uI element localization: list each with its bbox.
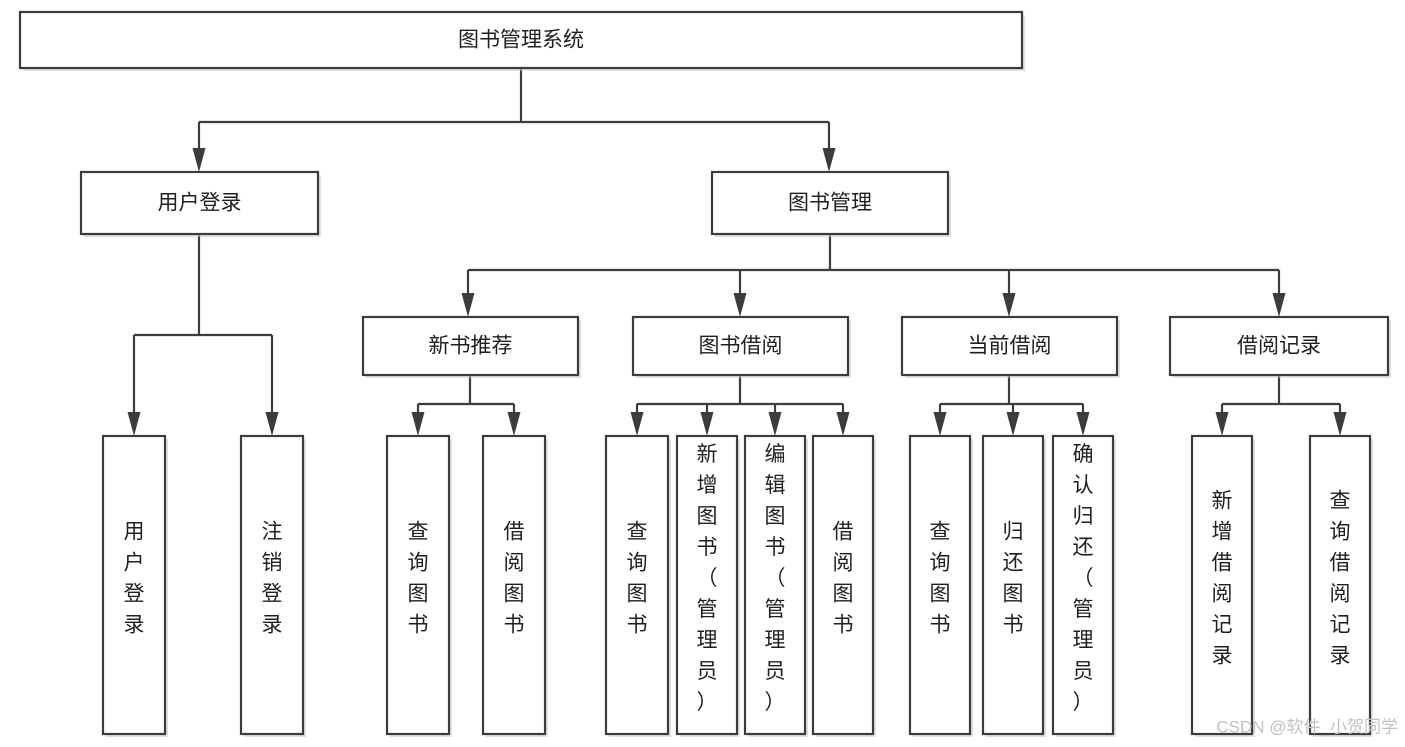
- node-leaf-add-record[interactable]: 新增借阅记录: [1190, 434, 1255, 737]
- node-leaf-query-book-3[interactable]: 查询图书: [908, 434, 973, 737]
- node-leaf-user-login[interactable]: 用户登录: [101, 434, 168, 737]
- node-label-leaf-query-record: 查询借阅记录: [1330, 490, 1351, 668]
- node-user-login[interactable]: 用户登录: [79, 170, 321, 237]
- node-book-manage[interactable]: 图书管理: [710, 170, 951, 237]
- node-label-leaf-return-book: 归还图书: [1003, 521, 1024, 637]
- node-box-book-borrow[interactable]: [631, 315, 850, 377]
- node-layer: 图书管理系统用户登录图书管理新书推荐图书借阅当前借阅借阅记录用户登录注销登录查询…: [18, 10, 1391, 737]
- node-label-leaf-borrow-book-2: 借阅图书: [833, 521, 854, 637]
- node-box-leaf-add-book[interactable]: [675, 434, 739, 736]
- node-label-book-borrow: 图书借阅: [699, 335, 783, 358]
- node-label-leaf-query-book-2: 查询图书: [627, 521, 648, 637]
- node-label-leaf-query-book-1: 查询图书: [408, 521, 429, 637]
- node-box-leaf-return-book[interactable]: [981, 434, 1045, 736]
- arrow-head-borrow-record: [1272, 293, 1286, 317]
- node-label-leaf-add-book: 新增图书（管理员）: [697, 443, 718, 714]
- connector-group-root-to-level1: [192, 68, 836, 172]
- node-leaf-add-book[interactable]: 新增图书（管理员）: [675, 434, 740, 737]
- connector-group-user-login-to-leaves: [127, 234, 279, 436]
- node-label-leaf-user-login: 用户登录: [124, 521, 145, 637]
- arrow-head-current-borrow: [1002, 293, 1016, 317]
- node-box-leaf-add-record[interactable]: [1190, 434, 1254, 736]
- watermark-layer: CSDN @软件_小贺同学: [1216, 717, 1398, 736]
- arrow-head-user-login: [192, 148, 206, 172]
- arrow-head-book-manage: [822, 148, 836, 172]
- arrow-head-book-borrow: [733, 293, 747, 317]
- arrow-head-new-book-rec: [461, 293, 475, 317]
- node-box-current-borrow[interactable]: [900, 315, 1119, 377]
- node-label-leaf-logout: 注销登录: [262, 521, 283, 637]
- node-box-leaf-borrow-book-1[interactable]: [481, 434, 547, 736]
- arrow-head-leaf-query-record: [1333, 412, 1347, 436]
- node-leaf-borrow-book-1[interactable]: 借阅图书: [481, 434, 548, 737]
- node-leaf-query-book-1[interactable]: 查询图书: [385, 434, 452, 737]
- connector-group-book-borrow-to-leaves: [630, 375, 850, 436]
- connector-group-current-borrow-to-leaves: [933, 375, 1090, 436]
- node-label-leaf-add-record: 新增借阅记录: [1212, 490, 1233, 668]
- node-label-current-borrow: 当前借阅: [968, 335, 1052, 358]
- node-root[interactable]: 图书管理系统: [18, 10, 1025, 71]
- arrow-head-leaf-add-record: [1215, 412, 1229, 436]
- node-box-leaf-query-record[interactable]: [1308, 434, 1372, 736]
- arrow-head-leaf-query-book-3: [933, 412, 947, 436]
- arrow-head-leaf-logout: [265, 412, 279, 436]
- arrow-head-leaf-return-book: [1006, 412, 1020, 436]
- node-box-leaf-query-book-2[interactable]: [604, 434, 670, 736]
- node-box-book-manage[interactable]: [710, 170, 950, 236]
- connector-group-book-manage-to-level2: [461, 234, 1286, 317]
- node-label-leaf-edit-book: 编辑图书（管理员）: [765, 443, 786, 714]
- node-label-root: 图书管理系统: [458, 29, 584, 52]
- node-leaf-edit-book[interactable]: 编辑图书（管理员）: [743, 434, 808, 737]
- node-label-leaf-borrow-book-1: 借阅图书: [504, 521, 525, 637]
- node-book-borrow[interactable]: 图书借阅: [631, 315, 851, 378]
- node-box-leaf-logout[interactable]: [239, 434, 305, 736]
- node-box-root[interactable]: [18, 10, 1024, 70]
- arrow-head-leaf-confirm-return: [1076, 412, 1090, 436]
- node-box-borrow-record[interactable]: [1168, 315, 1390, 377]
- node-label-borrow-record: 借阅记录: [1237, 335, 1321, 358]
- node-leaf-query-book-2[interactable]: 查询图书: [604, 434, 671, 737]
- connector-group-new-book-rec-to-leaves: [411, 375, 521, 436]
- arrow-head-leaf-borrow-book-1: [507, 412, 521, 436]
- node-box-leaf-user-login[interactable]: [101, 434, 167, 736]
- node-leaf-return-book[interactable]: 归还图书: [981, 434, 1046, 737]
- arrow-head-leaf-edit-book: [768, 412, 782, 436]
- node-box-leaf-edit-book[interactable]: [743, 434, 807, 736]
- node-leaf-query-record[interactable]: 查询借阅记录: [1308, 434, 1373, 737]
- node-label-new-book-rec: 新书推荐: [429, 335, 513, 358]
- node-box-leaf-query-book-3[interactable]: [908, 434, 972, 736]
- arrow-head-leaf-borrow-book-2: [836, 412, 850, 436]
- node-box-leaf-confirm-return[interactable]: [1051, 434, 1115, 736]
- node-box-leaf-borrow-book-2[interactable]: [811, 434, 875, 736]
- node-leaf-confirm-return[interactable]: 确认归还（管理员）: [1051, 434, 1116, 737]
- node-box-new-book-rec[interactable]: [361, 315, 580, 377]
- node-borrow-record[interactable]: 借阅记录: [1168, 315, 1391, 378]
- node-current-borrow[interactable]: 当前借阅: [900, 315, 1120, 378]
- node-label-leaf-query-book-3: 查询图书: [930, 521, 951, 637]
- node-box-user-login[interactable]: [79, 170, 320, 236]
- arrow-head-leaf-add-book: [700, 412, 714, 436]
- node-label-book-manage: 图书管理: [788, 192, 872, 215]
- arrow-head-leaf-query-book-2: [630, 412, 644, 436]
- node-label-user-login: 用户登录: [158, 192, 242, 215]
- connector-layer: [127, 68, 1347, 436]
- connector-group-borrow-record-to-leaves: [1215, 375, 1347, 436]
- node-new-book-rec[interactable]: 新书推荐: [361, 315, 581, 378]
- node-leaf-borrow-book-2[interactable]: 借阅图书: [811, 434, 876, 737]
- arrow-head-leaf-user-login: [127, 412, 141, 436]
- node-leaf-logout[interactable]: 注销登录: [239, 434, 306, 737]
- node-label-leaf-confirm-return: 确认归还（管理员）: [1073, 443, 1094, 714]
- arrow-head-leaf-query-book-1: [411, 412, 425, 436]
- node-box-leaf-query-book-1[interactable]: [385, 434, 451, 736]
- csdn-watermark: CSDN @软件_小贺同学: [1216, 717, 1398, 736]
